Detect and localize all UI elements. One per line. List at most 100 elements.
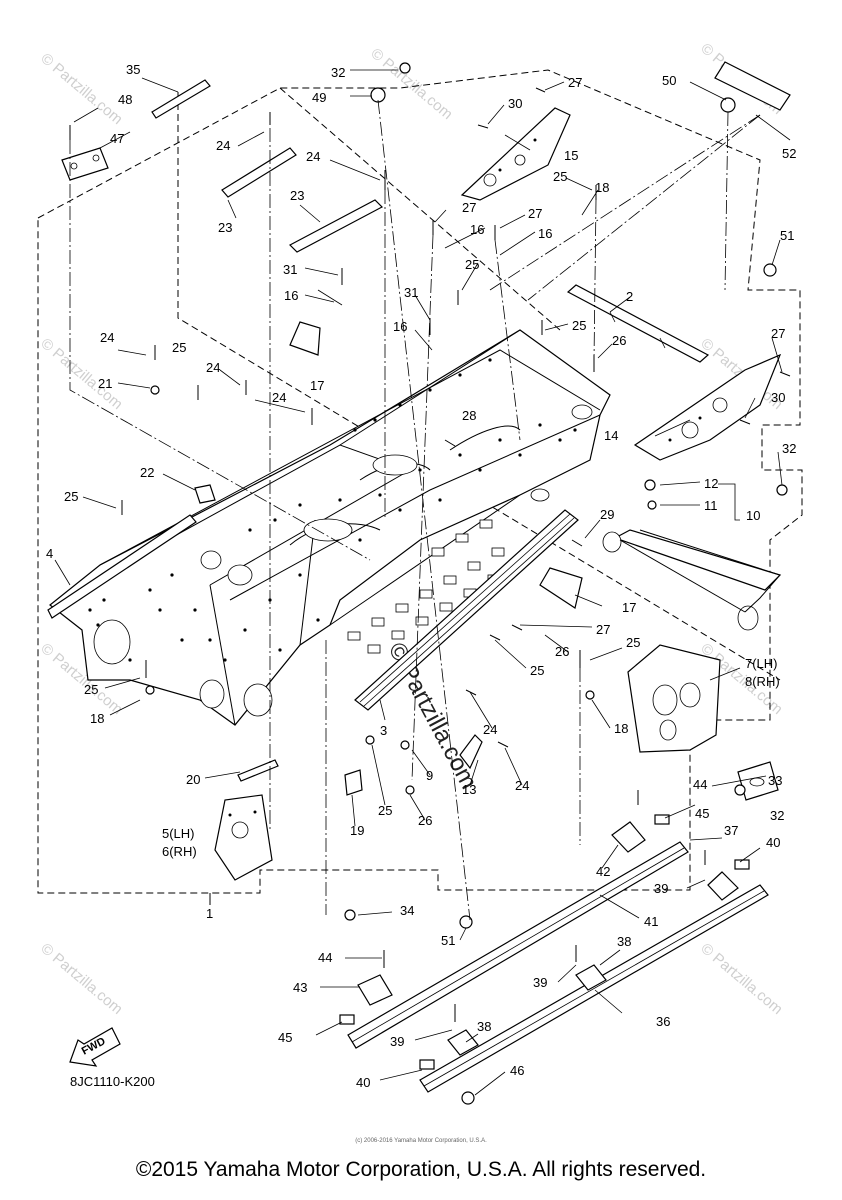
label-31a: 31 — [283, 262, 297, 277]
rivet-dots — [88, 358, 577, 662]
label-16a: 16 — [470, 222, 484, 237]
label-39b: 39 — [533, 975, 547, 990]
label-8: 8(RH) — [745, 674, 780, 689]
label-19: 19 — [350, 823, 364, 838]
label-25i: 25 — [378, 803, 392, 818]
tunnel-slots — [347, 519, 525, 654]
bracket-38-lower — [447, 1029, 479, 1056]
label-38a: 38 — [617, 934, 631, 949]
label-17b: 17 — [622, 600, 636, 615]
label-32c: 32 — [770, 808, 784, 823]
bracket-2 — [566, 284, 710, 363]
plate-14 — [633, 353, 782, 461]
slide-rail-36 — [419, 884, 769, 1093]
label-51a: 51 — [780, 228, 794, 243]
label-5: 5(LH) — [162, 826, 195, 841]
label-46: 46 — [510, 1063, 524, 1078]
rear-axle-10 — [602, 529, 782, 631]
label-34: 34 — [400, 903, 414, 918]
label-25a: 25 — [172, 340, 186, 355]
label-40a: 40 — [766, 835, 780, 850]
label-47: 47 — [110, 131, 124, 146]
label-24g: 24 — [515, 778, 529, 793]
label-44a: 44 — [693, 777, 707, 792]
label-1: 1 — [206, 906, 213, 921]
diagram-code: 8JC1110-K200 — [70, 1074, 155, 1089]
part-labels: 1 2 3 4 5(LH) 6(RH) 7(LH) 8(RH) 9 10 11 … — [46, 62, 796, 1090]
label-26b: 26 — [555, 644, 569, 659]
label-26c: 26 — [418, 813, 432, 828]
label-28: 28 — [462, 408, 476, 423]
label-37: 37 — [724, 823, 738, 838]
label-18c: 18 — [614, 721, 628, 736]
label-20: 20 — [186, 772, 200, 787]
label-31b: 31 — [404, 285, 418, 300]
pad-45-lower — [339, 1014, 355, 1025]
label-4: 4 — [46, 546, 53, 561]
label-24d: 24 — [206, 360, 220, 375]
assembly-boundary — [37, 69, 803, 905]
label-18a: 18 — [595, 180, 609, 195]
label-35: 35 — [126, 62, 140, 77]
label-25g: 25 — [530, 663, 544, 678]
label-22: 22 — [140, 465, 154, 480]
label-44b: 44 — [318, 950, 332, 965]
label-24f: 24 — [483, 722, 497, 737]
watermark: © Partzilla.com — [697, 940, 785, 1018]
label-26a: 26 — [612, 333, 626, 348]
label-27c: 27 — [528, 206, 542, 221]
label-25h: 25 — [626, 635, 640, 650]
label-23b: 23 — [290, 188, 304, 203]
label-45b: 45 — [278, 1030, 292, 1045]
leader-lines — [54, 69, 791, 1096]
plate-5-6 — [214, 794, 273, 881]
bracket-19 — [344, 769, 363, 796]
label-23a: 23 — [218, 220, 232, 235]
label-17a: 17 — [310, 378, 324, 393]
tiny-copyright: (c) 2006-2016 Yamaha Motor Corporation, … — [355, 1138, 487, 1144]
bracket-15 — [460, 107, 571, 201]
label-24a: 24 — [216, 138, 230, 153]
label-18b: 18 — [90, 711, 104, 726]
label-21: 21 — [98, 376, 112, 391]
label-27b: 27 — [462, 200, 476, 215]
label-33: 33 — [768, 773, 782, 788]
forward-arrow-icon: FWD — [69, 1027, 121, 1067]
label-24e: 24 — [272, 390, 286, 405]
watermark: © Partzilla.com — [37, 335, 125, 413]
bracket-13 — [459, 734, 483, 770]
label-9: 9 — [426, 768, 433, 783]
bracket-42 — [611, 821, 646, 853]
watermark: © Partzilla.com — [37, 940, 125, 1018]
plate-23-lower — [289, 199, 383, 253]
label-16b: 16 — [538, 226, 552, 241]
plate-35 — [151, 79, 211, 119]
label-27d: 27 — [771, 326, 785, 341]
label-25c: 25 — [465, 257, 479, 272]
label-10: 10 — [746, 508, 760, 523]
label-12: 12 — [704, 476, 718, 491]
label-41: 41 — [644, 914, 658, 929]
label-16d: 16 — [393, 319, 407, 334]
bracket-33 — [737, 761, 779, 801]
label-30b: 30 — [771, 390, 785, 405]
label-32a: 32 — [331, 65, 345, 80]
label-24c: 24 — [100, 330, 114, 345]
label-38b: 38 — [477, 1019, 491, 1034]
label-6: 6(RH) — [162, 844, 197, 859]
fasteners — [69, 62, 791, 1105]
slide-rail-41 — [347, 841, 689, 1049]
label-7: 7(LH) — [745, 656, 778, 671]
copyright-notice: ©2015 Yamaha Motor Corporation, U.S.A. A… — [135, 1158, 707, 1181]
label-16c: 16 — [284, 288, 298, 303]
label-39c: 39 — [390, 1034, 404, 1049]
bracket-20 — [237, 759, 279, 782]
label-2: 2 — [626, 289, 633, 304]
label-40b: 40 — [356, 1075, 370, 1090]
label-45a: 45 — [695, 806, 709, 821]
label-51b: 51 — [441, 933, 455, 948]
label-15: 15 — [564, 148, 578, 163]
label-52: 52 — [782, 146, 796, 161]
label-27e: 27 — [596, 622, 610, 637]
